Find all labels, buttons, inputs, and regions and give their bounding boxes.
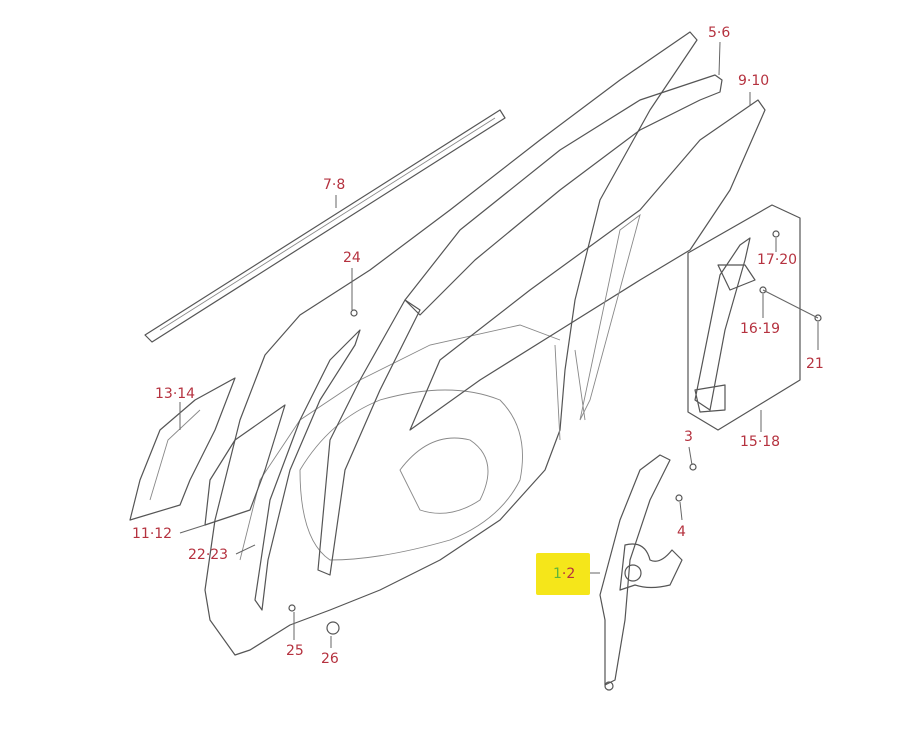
label-7-8[interactable]: 7·8 (323, 177, 345, 193)
label-1-selected: 1 (553, 566, 562, 582)
label-22-23[interactable]: 22·23 (188, 547, 228, 563)
label-17-20[interactable]: 17·20 (757, 252, 797, 268)
label-21[interactable]: 21 (806, 356, 824, 372)
door-shell (204, 31, 698, 656)
label-2: ·2 (562, 566, 575, 582)
label-15-18[interactable]: 15·18 (740, 434, 780, 450)
label-5-6[interactable]: 5·6 (708, 25, 730, 41)
belt-molding (144, 109, 506, 343)
label-16-19[interactable]: 16·19 (740, 321, 780, 337)
label-1-2[interactable]: 1·2 (553, 566, 575, 582)
label-26[interactable]: 26 (321, 651, 339, 667)
corner-garnish (129, 377, 236, 521)
door-sash (404, 74, 723, 316)
label-4[interactable]: 4 (677, 524, 686, 540)
label-11-12[interactable]: 11·12 (132, 526, 172, 542)
leader-lines (179, 41, 819, 648)
label-25[interactable]: 25 (286, 643, 304, 659)
door-glass (409, 99, 766, 431)
label-13-14[interactable]: 13·14 (155, 386, 195, 402)
rear-regulator (694, 237, 756, 413)
regulator-group-box (687, 204, 801, 431)
label-3[interactable]: 3 (684, 429, 693, 445)
selected-part-highlight (536, 553, 590, 595)
label-9-10[interactable]: 9·10 (738, 73, 769, 89)
front-window-regulator (599, 454, 671, 686)
run-channel (254, 329, 361, 611)
center-channel (317, 299, 421, 576)
label-24[interactable]: 24 (343, 250, 361, 266)
fasteners (288, 230, 822, 635)
quarter-glass (204, 404, 286, 526)
